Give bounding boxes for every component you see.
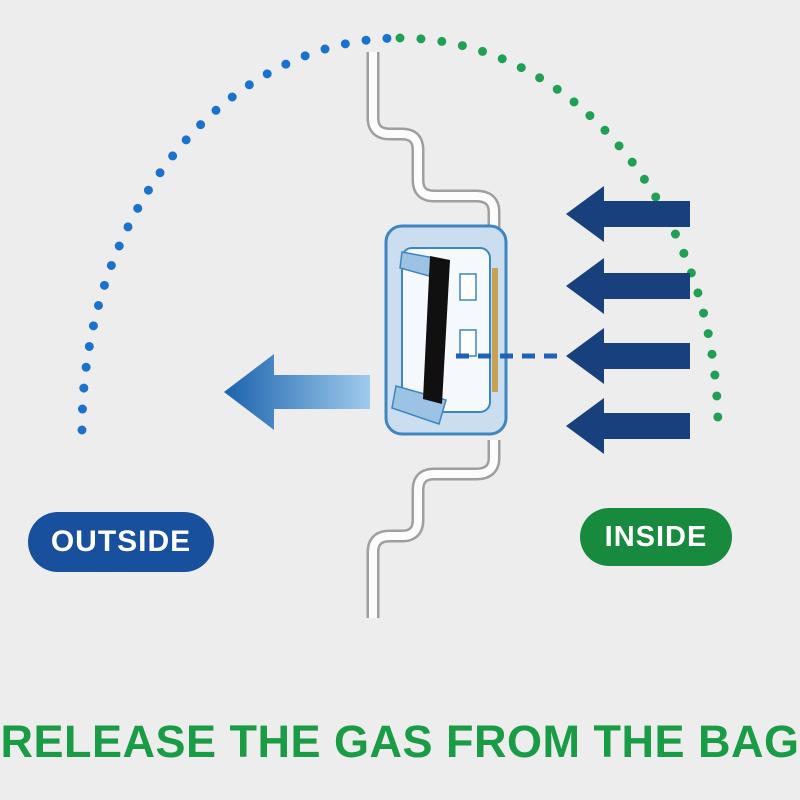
outside-flow-arrow [224, 354, 370, 430]
inside-flow-arrows [566, 186, 690, 454]
valve-cross-section [384, 224, 508, 436]
valve-top-wedge [399, 251, 435, 277]
valve-vent-hole-bottom [459, 329, 477, 357]
outside-label: OUTSIDE [50, 525, 192, 558]
valve-vent-hole-top [459, 273, 477, 301]
diagram-title: RELEASE THE GAS FROM THE BAG [0, 716, 800, 767]
valve-seal-strip [492, 268, 498, 392]
valve-membrane [423, 256, 450, 404]
bag-film-top [366, 52, 501, 230]
dotted-arc-blue [77, 33, 405, 435]
inside-flow-arrow-2 [566, 258, 690, 314]
outside-label-pill: OUTSIDE [28, 512, 214, 572]
inside-label: INSIDE [604, 520, 708, 553]
inside-flow-arrow-3 [566, 328, 690, 384]
inside-flow-arrow-4 [566, 398, 690, 454]
bag-film-bottom [366, 440, 501, 618]
inside-label-pill: INSIDE [580, 508, 732, 566]
inside-flow-arrow-1 [566, 186, 690, 242]
